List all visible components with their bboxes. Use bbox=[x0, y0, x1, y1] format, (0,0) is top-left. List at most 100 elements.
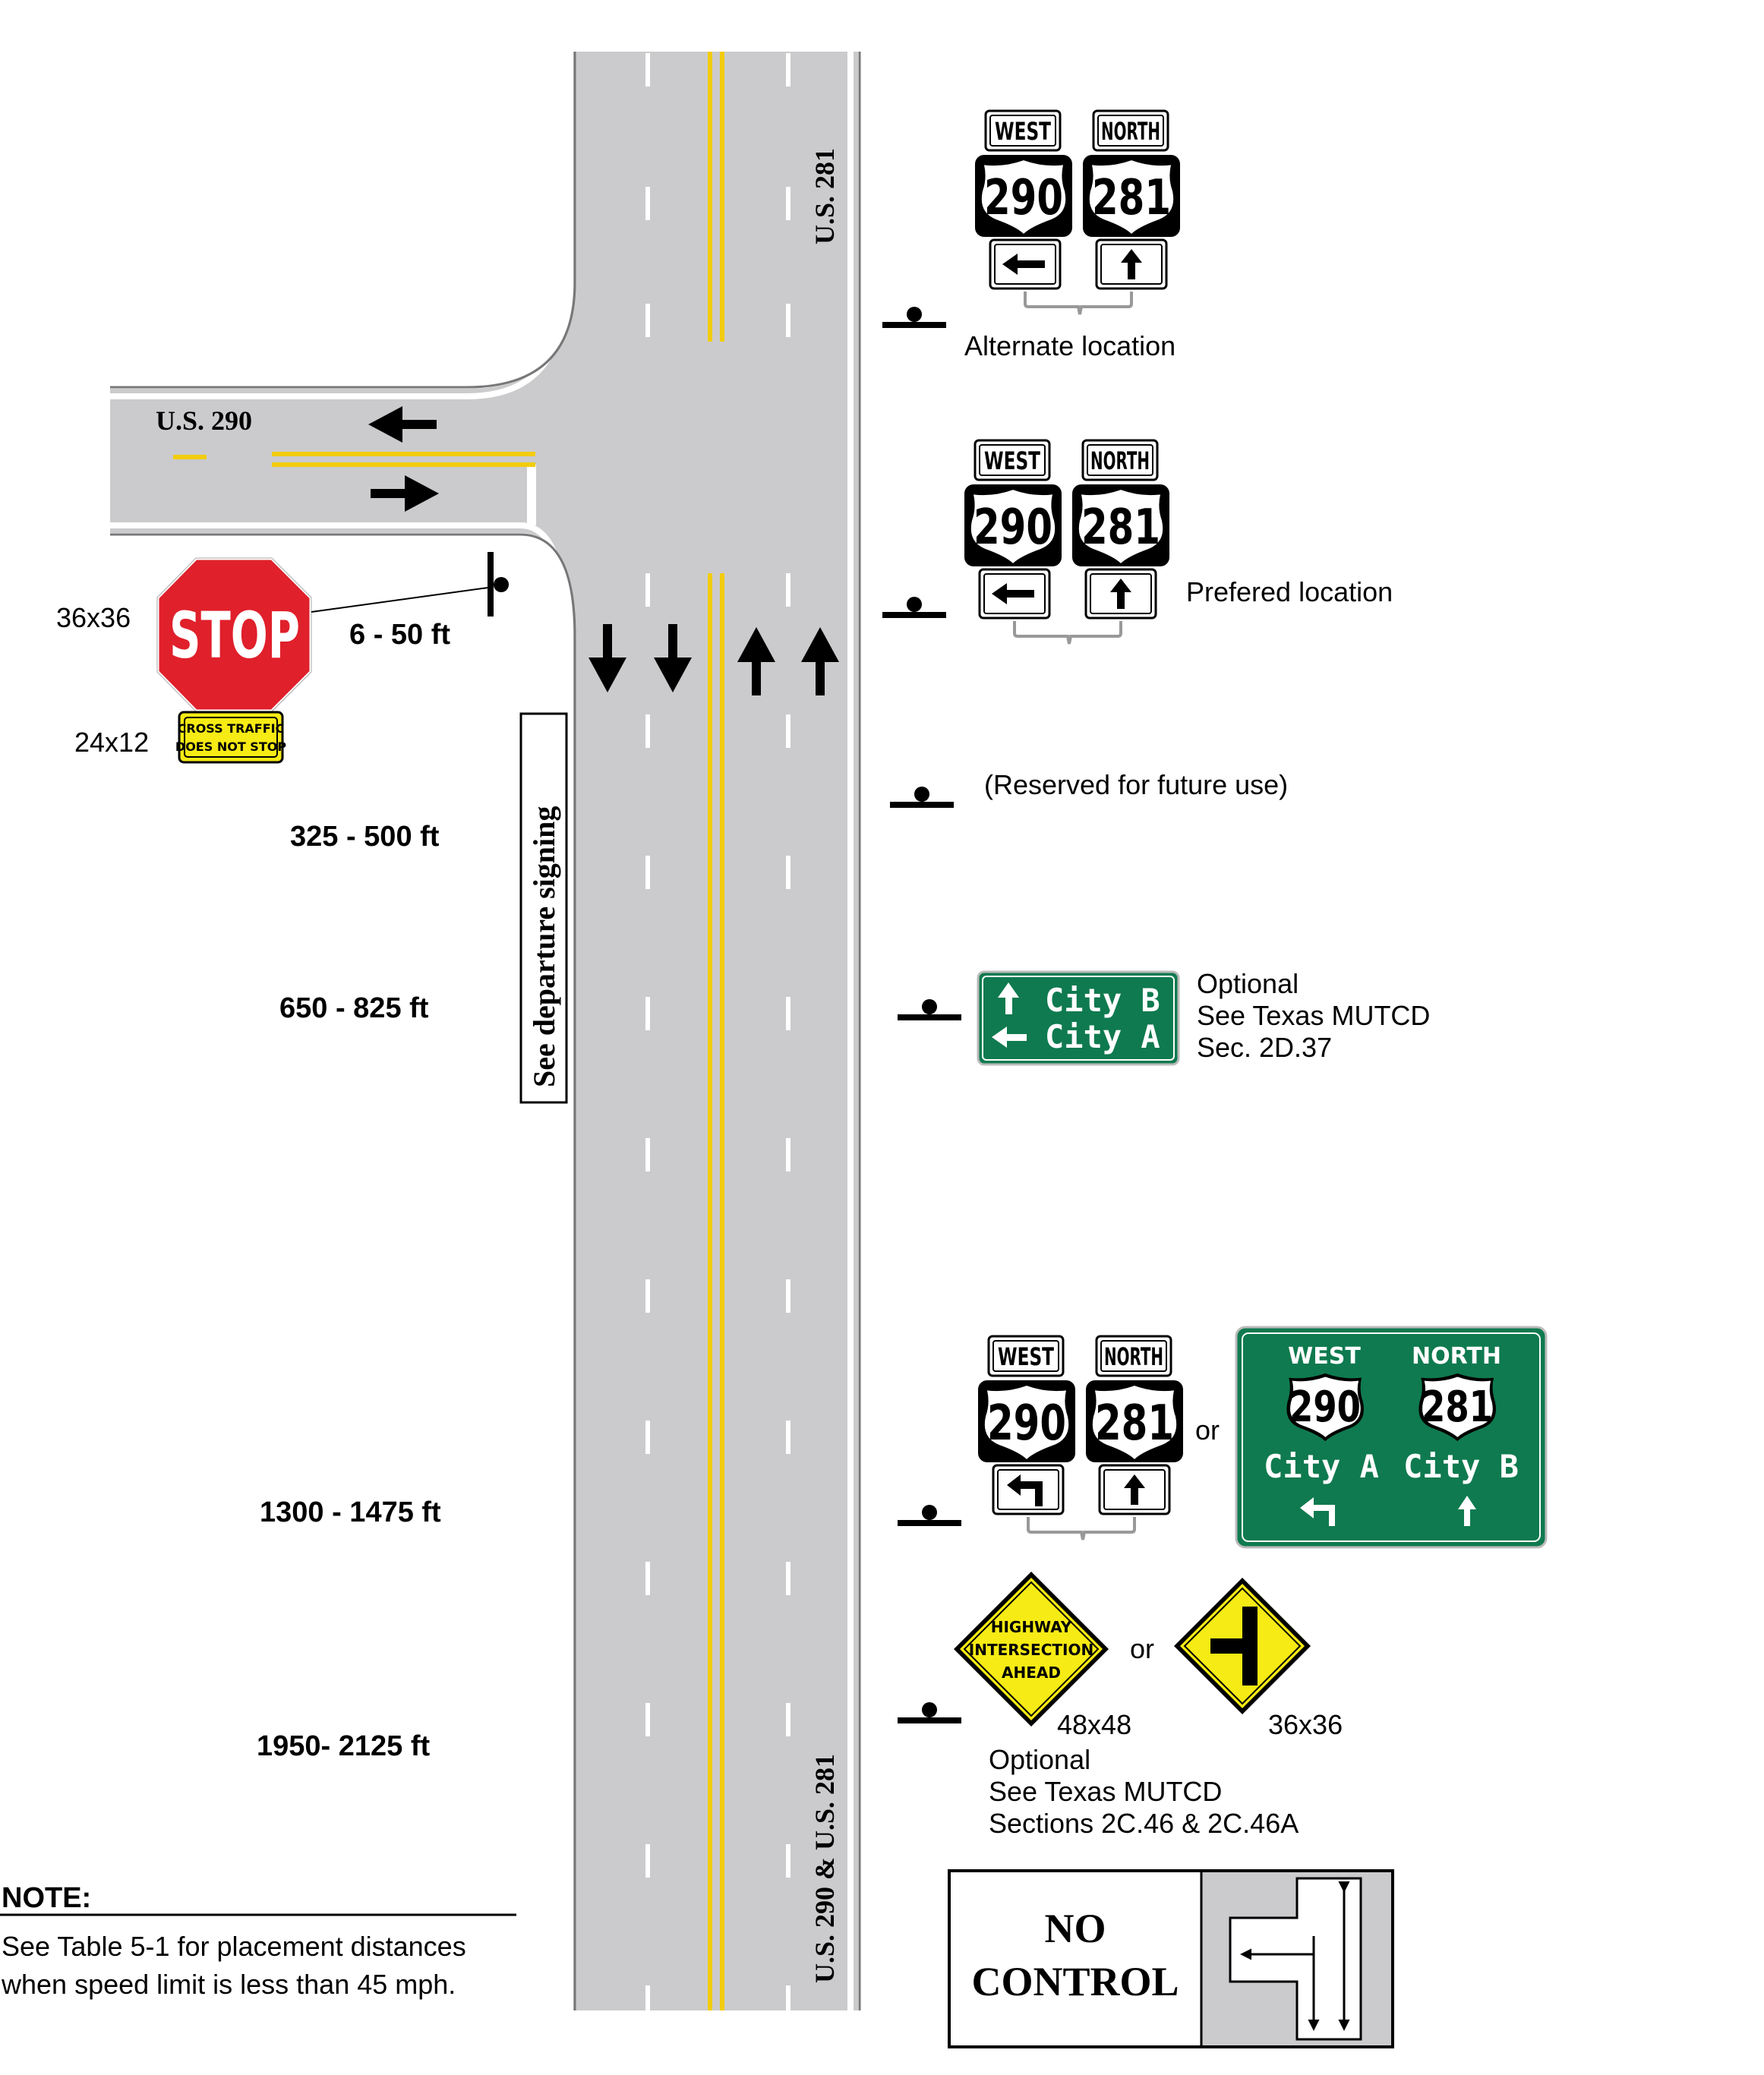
no-control-legend: NO CONTROL bbox=[948, 1869, 1394, 2048]
us290-shield: 290 bbox=[975, 155, 1072, 237]
left-arrow-icon bbox=[368, 406, 437, 443]
left-arrow-auxiliary bbox=[978, 568, 1051, 620]
distance-325-500: 325 - 500 ft bbox=[290, 821, 440, 853]
route-assembly-preferred: WEST NORTH 290 281 bbox=[964, 439, 1169, 645]
us290-us281-label: U.S. 290 & U.S. 281 bbox=[809, 1754, 840, 1983]
ahead-arrow-auxiliary bbox=[1084, 568, 1157, 620]
north-text: NORTH bbox=[1104, 1342, 1163, 1371]
west-text: WEST bbox=[998, 1342, 1054, 1371]
left-arrow-icon bbox=[1002, 254, 1045, 275]
route-290-text: 290 bbox=[984, 170, 1063, 226]
plaque-size-label: 24x12 bbox=[74, 727, 149, 758]
post-symbol-3 bbox=[890, 787, 954, 808]
no-control-line2: CONTROL bbox=[971, 1959, 1179, 2004]
us281-shield: 281 bbox=[1083, 155, 1180, 237]
stop-sign: STOP bbox=[155, 556, 314, 714]
post-symbol-4 bbox=[898, 999, 961, 1020]
us281-shield: 281 bbox=[1086, 1380, 1183, 1462]
departure-signing-label: See departure signing bbox=[527, 806, 561, 1087]
plaque-line2: DOES NOT STOP bbox=[175, 739, 286, 754]
up-arrow-icon bbox=[1458, 1496, 1476, 1526]
north-cardinal-plaque: NORTH bbox=[1092, 109, 1169, 152]
warning-size-48: 48x48 bbox=[1057, 1709, 1131, 1740]
north-text: NORTH bbox=[1090, 446, 1150, 475]
sign-post-symbol bbox=[488, 552, 509, 617]
guide-sign: WEST NORTH 290 281 City A City B bbox=[1235, 1326, 1548, 1549]
warning-size-36: 36x36 bbox=[1268, 1709, 1343, 1740]
up-arrow-icon bbox=[1124, 1474, 1145, 1505]
alternate-location-label: Alternate location bbox=[964, 330, 1175, 361]
distance-1300-1475: 1300 - 1475 ft bbox=[260, 1496, 441, 1528]
guide-city-a: City A bbox=[1264, 1448, 1379, 1485]
distance-650-825: 650 - 825 ft bbox=[279, 992, 429, 1024]
warning-text-line2: INTERSECTION bbox=[969, 1641, 1093, 1659]
t-intersection-icon bbox=[1229, 1877, 1362, 2041]
route-281-text: 281 bbox=[1092, 170, 1171, 226]
plaque-line1: CROSS TRAFFIC bbox=[178, 721, 285, 736]
route-290-text: 290 bbox=[987, 1395, 1066, 1452]
stop-text: STOP bbox=[169, 598, 300, 673]
us290-shield: 290 bbox=[964, 484, 1062, 566]
guide-us290-shield: 290 bbox=[1286, 1373, 1364, 1442]
destination-line2: City A bbox=[1045, 1018, 1160, 1055]
guide-north: NORTH bbox=[1412, 1343, 1501, 1370]
destination-note-2: See Texas MUTCD bbox=[1197, 1000, 1430, 1031]
turn-left-arrow-auxiliary bbox=[992, 1464, 1065, 1515]
guide-us281-shield: 281 bbox=[1418, 1373, 1496, 1442]
no-control-line1: NO bbox=[1045, 1906, 1106, 1951]
guide-route-281: 281 bbox=[1422, 1383, 1493, 1432]
post-symbol-1 bbox=[882, 307, 946, 328]
left-arrow-icon bbox=[992, 583, 1034, 604]
lane-arrows bbox=[368, 406, 839, 695]
warning-note-2: See Texas MUTCD bbox=[989, 1776, 1222, 1807]
north-cardinal-plaque: NORTH bbox=[1095, 1335, 1172, 1377]
turn-left-arrow-icon bbox=[1300, 1497, 1335, 1526]
center-line-horizontal bbox=[173, 452, 535, 467]
route-290-text: 290 bbox=[974, 500, 1052, 556]
warning-note-3: Sections 2C.46 & 2C.46A bbox=[989, 1808, 1299, 1839]
left-arrow-auxiliary bbox=[989, 238, 1062, 290]
outer-edge-lines bbox=[110, 52, 861, 2010]
note-line2: when speed limit is less than 45 mph. bbox=[1, 1969, 456, 2000]
route-assembly-advance: WEST NORTH 290 281 bbox=[978, 1335, 1183, 1540]
destination-note-3: Sec. 2D.37 bbox=[1197, 1032, 1332, 1063]
west-text: WEST bbox=[984, 446, 1040, 475]
post-symbol-6 bbox=[898, 1702, 961, 1723]
up-arrow-icon bbox=[1121, 249, 1142, 279]
or-label-1: or bbox=[1195, 1414, 1220, 1446]
right-arrow-icon bbox=[371, 475, 439, 512]
us290-road bbox=[110, 52, 858, 2010]
route-281-text: 281 bbox=[1081, 500, 1160, 556]
distance-6-50: 6 - 50 ft bbox=[349, 619, 450, 651]
us281-top-label: U.S. 281 bbox=[809, 148, 840, 244]
center-line-vertical bbox=[708, 52, 724, 2010]
route-281-text: 281 bbox=[1095, 1395, 1174, 1452]
us290-shield: 290 bbox=[978, 1380, 1075, 1462]
ahead-arrow-auxiliary bbox=[1095, 238, 1168, 290]
down-arrow-icon bbox=[654, 624, 692, 692]
west-cardinal-plaque: WEST bbox=[984, 109, 1062, 152]
lane-dashes bbox=[645, 53, 790, 2019]
reserved-label: (Reserved for future use) bbox=[984, 769, 1288, 800]
post-symbol-2 bbox=[882, 597, 946, 618]
warning-note-1: Optional bbox=[989, 1744, 1090, 1775]
side-road-symbol-sign bbox=[1174, 1578, 1311, 1714]
guide-west: WEST bbox=[1288, 1343, 1361, 1370]
destination-line1: City B bbox=[1045, 982, 1160, 1019]
left-arrow-icon bbox=[992, 1026, 1027, 1048]
preferred-location-label: Prefered location bbox=[1186, 576, 1393, 607]
up-arrow-icon bbox=[1110, 579, 1131, 609]
us281-shield: 281 bbox=[1072, 484, 1169, 566]
ahead-arrow-auxiliary bbox=[1098, 1464, 1171, 1515]
note-line1: See Table 5-1 for placement distances bbox=[2, 1931, 466, 1962]
or-label-2: or bbox=[1130, 1633, 1154, 1664]
distance-labels: 6 - 50 ft 325 - 500 ft 650 - 825 ft 1300… bbox=[257, 619, 450, 1762]
route-assembly-alternate: WEST NORTH 290 281 bbox=[975, 109, 1180, 315]
warning-text-line1: HIGHWAY bbox=[991, 1618, 1072, 1636]
roadway bbox=[110, 52, 861, 2019]
stop-leader-line bbox=[311, 586, 494, 613]
west-cardinal-plaque: WEST bbox=[974, 439, 1051, 481]
west-cardinal-plaque: WEST bbox=[987, 1335, 1065, 1377]
post-symbols bbox=[882, 307, 961, 1723]
side-road-left-symbol-icon bbox=[1210, 1607, 1258, 1686]
